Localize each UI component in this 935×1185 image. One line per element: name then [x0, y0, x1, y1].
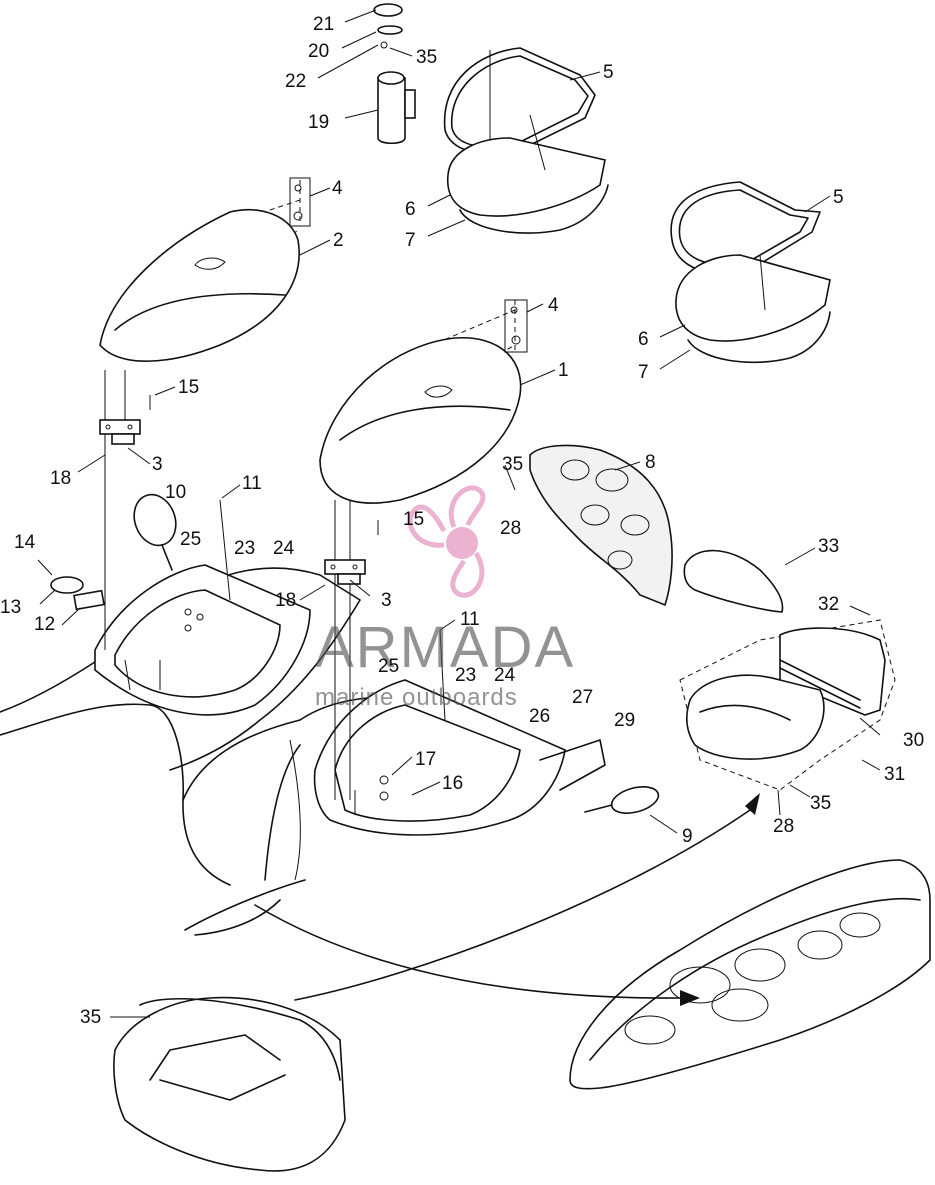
callout-25: 25: [378, 656, 399, 677]
watermark-brand: ARMADA: [315, 615, 575, 680]
callout-11: 11: [460, 609, 480, 630]
callout-4: 4: [548, 295, 559, 316]
callouts: 21 20 22 35 19 5 6 7 4 2 5 6 7 4 1 15 18…: [0, 14, 924, 1028]
propeller-logo: [407, 485, 486, 598]
callout-5: 5: [603, 62, 614, 83]
callout-30: 30: [903, 730, 924, 751]
seat-cushion-2: [99, 177, 311, 362]
callout-25: 25: [180, 529, 201, 550]
seat-cushion-1: [319, 299, 528, 504]
callout-35: 35: [810, 793, 831, 814]
callout-35: 35: [80, 1007, 101, 1028]
callout-3: 3: [152, 454, 163, 475]
callout-5: 5: [833, 187, 844, 208]
callout-27: 27: [572, 687, 593, 708]
right-storage-tray: [313, 679, 606, 836]
deck-hull: [0, 567, 421, 936]
boat-overview: [569, 859, 931, 1090]
callout-15: 15: [178, 377, 199, 398]
cup-holder: [373, 3, 416, 145]
callout-29: 29: [614, 710, 635, 731]
callout-3: 3: [381, 590, 392, 611]
callout-18: 18: [275, 590, 296, 611]
callout-28: 28: [500, 518, 521, 539]
callout-17: 17: [415, 749, 436, 770]
callout-35: 35: [502, 454, 523, 475]
left-storage-tray: [94, 564, 311, 716]
callout-21: 21: [313, 14, 334, 35]
callout-33: 33: [818, 536, 839, 557]
callout-35: 35: [416, 47, 437, 68]
storage-bin-upper: [443, 47, 609, 234]
callout-13: 13: [0, 597, 21, 618]
callout-24: 24: [273, 538, 295, 559]
callout-12: 12: [34, 614, 55, 635]
callout-31: 31: [884, 764, 905, 785]
callout-9: 9: [682, 826, 693, 847]
cushion-detail: [113, 996, 346, 1172]
cover-plate-8: [529, 444, 673, 607]
callout-14: 14: [14, 532, 36, 553]
callout-7: 7: [405, 230, 416, 251]
storage-bin-right: [670, 181, 831, 364]
callout-11: 11: [242, 473, 262, 494]
glovebox-assembly: [679, 619, 896, 791]
callout-10: 10: [165, 482, 186, 503]
watermark-tagline: marine outboards: [315, 684, 518, 711]
callout-2: 2: [333, 230, 344, 251]
hinge-left: [99, 395, 151, 445]
mirror-10: [133, 493, 177, 571]
mirror-9: [584, 786, 660, 814]
callout-28: 28: [773, 816, 794, 837]
callout-24: 24: [494, 665, 516, 686]
callout-15: 15: [403, 509, 424, 530]
callout-8: 8: [645, 452, 656, 473]
leader-lines: [39, 9, 881, 1018]
watermark: ARMADA marine outboards: [315, 485, 575, 711]
gasket-33: [683, 549, 784, 613]
callout-16: 16: [442, 773, 463, 794]
callout-32: 32: [818, 594, 839, 615]
callout-23: 23: [234, 538, 255, 559]
callout-22: 22: [285, 71, 306, 92]
hinge-right: [324, 520, 379, 585]
callout-20: 20: [308, 41, 329, 62]
callout-23: 23: [455, 665, 476, 686]
callout-26: 26: [529, 706, 550, 727]
latch-assembly: [37, 559, 105, 611]
callout-18: 18: [50, 468, 71, 489]
callout-6: 6: [405, 199, 416, 220]
arrows: [254, 793, 760, 1006]
callout-19: 19: [308, 112, 329, 133]
callout-4: 4: [332, 178, 343, 199]
callout-1: 1: [558, 360, 569, 381]
callout-6: 6: [638, 329, 649, 350]
callout-7: 7: [638, 362, 649, 383]
